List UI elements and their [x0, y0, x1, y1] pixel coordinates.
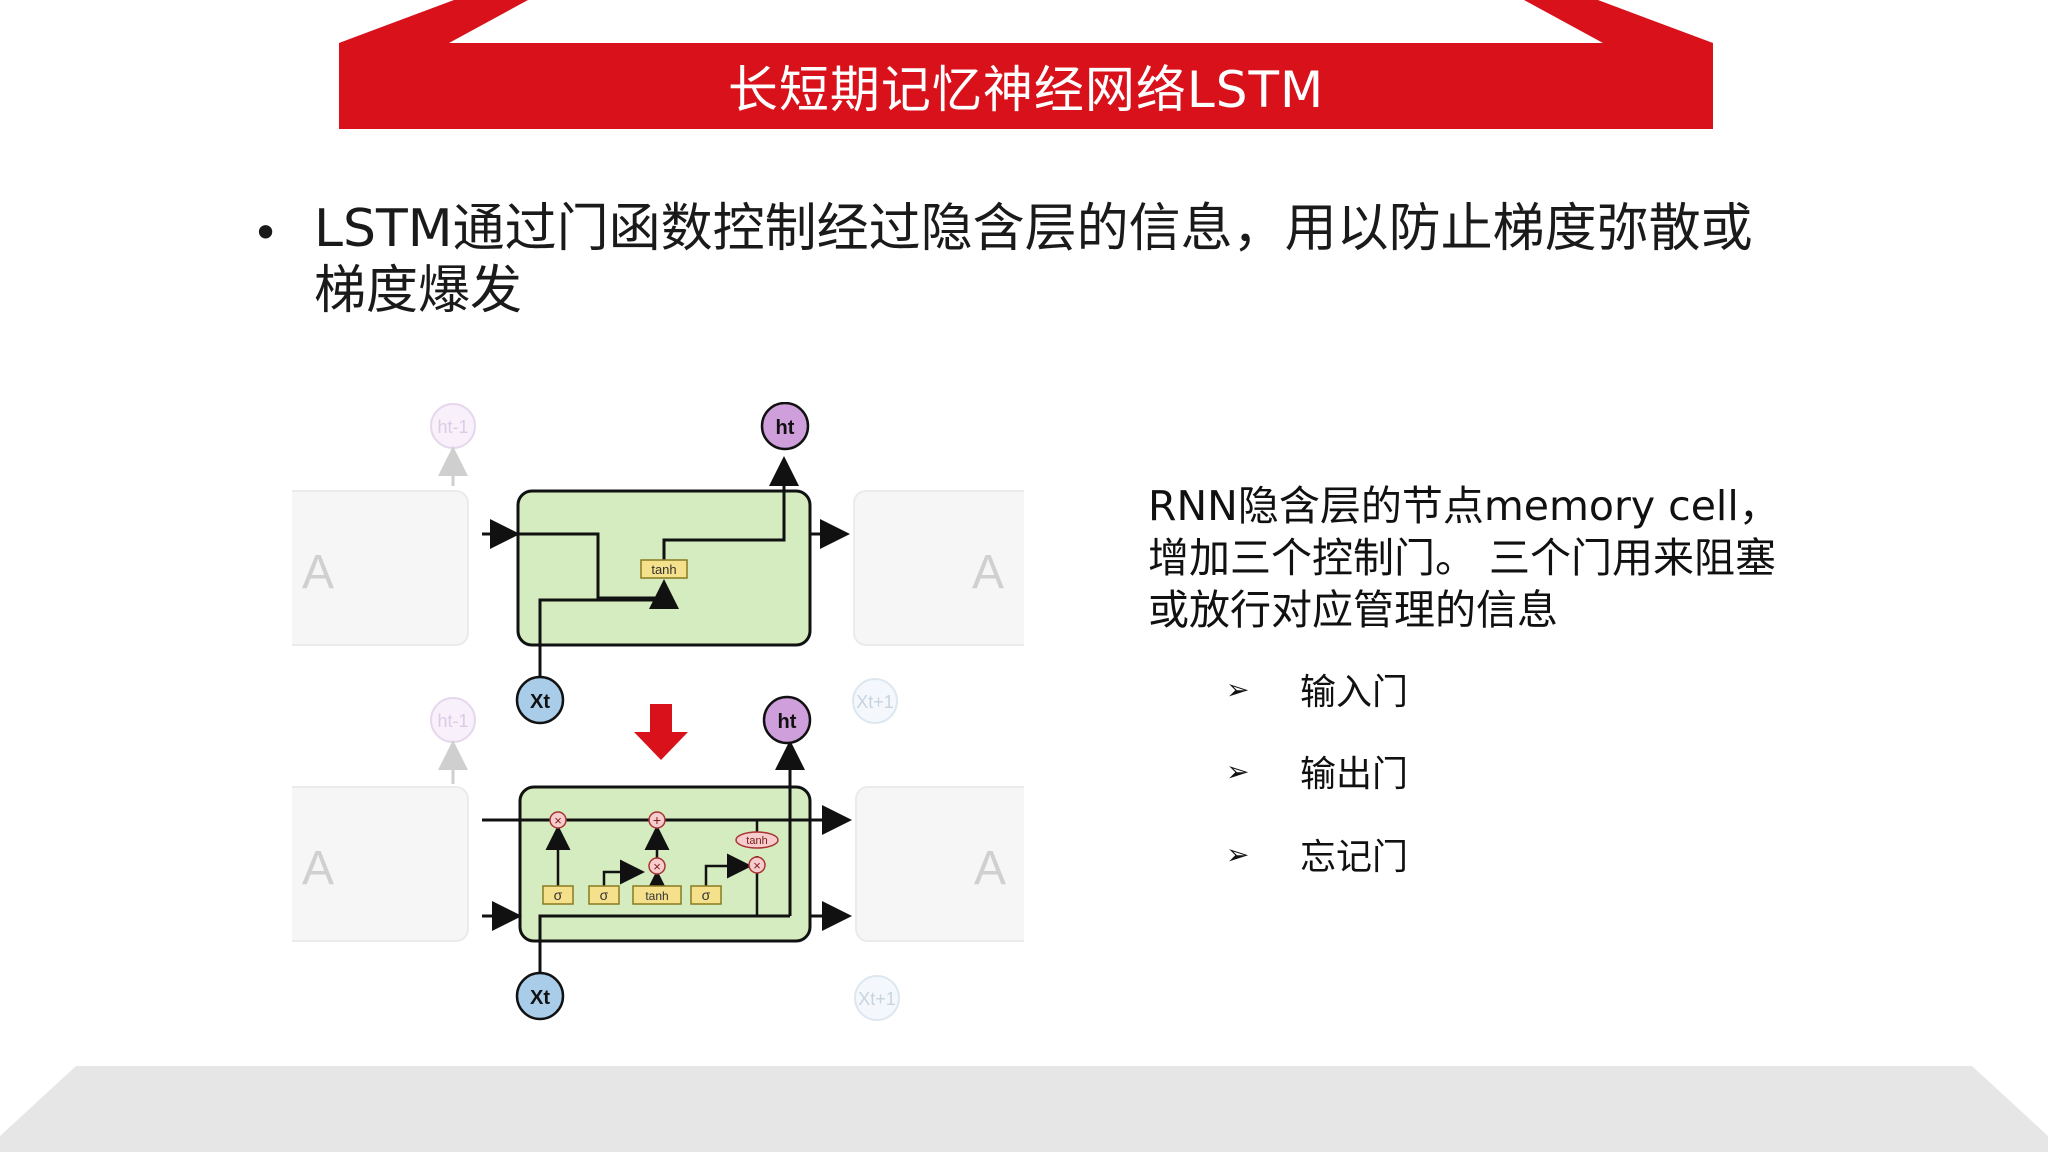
- add-symbol: +: [653, 812, 661, 828]
- tanh-label: tanh: [651, 562, 676, 577]
- header-decoration: [339, 0, 1713, 43]
- arrow-bullet-icon: ➢: [1226, 672, 1250, 706]
- sigma-label: σ: [600, 887, 609, 903]
- sigma-label: σ: [702, 887, 711, 903]
- rnn-cell-next: [853, 490, 1024, 646]
- arrow-bullet-icon: ➢: [1226, 754, 1250, 788]
- gate-list-item-input: ➢ 输入门: [1226, 663, 1408, 715]
- bullet-dot-icon: •: [252, 206, 280, 260]
- x-current-node: [515, 675, 565, 725]
- x-next-label: Xt+1: [856, 692, 894, 712]
- cell-label: A: [302, 546, 334, 599]
- title-bar: 长短期记忆神经网络LSTM: [339, 43, 1713, 129]
- x-current-label: Xt: [530, 691, 550, 713]
- cell-label: A: [972, 546, 1004, 599]
- cell-label: A: [302, 842, 334, 895]
- x-next-node: [854, 975, 900, 1021]
- sigma-gate: [542, 885, 574, 905]
- x-current-node: [515, 971, 565, 1021]
- transition-arrow-icon: [634, 704, 688, 760]
- multiply-symbol: ×: [753, 858, 761, 873]
- gate-list-item-forget: ➢ 忘记门: [1226, 828, 1408, 880]
- gate-label: 输入门: [1300, 672, 1409, 713]
- x-current-label: Xt: [530, 987, 550, 1009]
- h-current-node: [760, 402, 810, 451]
- arrow-bullet-icon: ➢: [1226, 837, 1250, 871]
- x-next-node: [852, 678, 898, 724]
- h-current-label: ht: [776, 417, 795, 439]
- tanh-gate: [632, 885, 682, 905]
- multiply-op: [549, 811, 567, 829]
- multiply-op: [648, 857, 666, 875]
- h-prev-label: ht-1: [437, 417, 468, 437]
- multiply-symbol: ×: [653, 859, 661, 874]
- sigma-gate: [588, 885, 620, 905]
- multiply-op: [748, 856, 766, 874]
- rnn-diagram: A A ht-1 Xt+1 tanh ht Xt: [292, 402, 1024, 725]
- h-current-label: ht: [778, 711, 797, 733]
- cell-label: A: [974, 842, 1006, 895]
- rnn-cell-prev: [292, 490, 469, 646]
- lstm-cell-prev: [292, 786, 469, 942]
- tanh-symbol: tanh: [746, 835, 767, 847]
- tanh-op: [735, 831, 779, 849]
- gate-list-item-output: ➢ 输出门: [1226, 745, 1408, 797]
- multiply-symbol: ×: [554, 813, 562, 828]
- add-op: [648, 811, 666, 829]
- h-prev-label: ht-1: [437, 711, 468, 731]
- h-current-node: [762, 695, 812, 745]
- memory-cell-description: RNN隐含层的节点memory cell，增加三个控制门。 三个门用来阻塞或放行…: [1148, 482, 1780, 634]
- lstm-cell-diagram: A A ht-1 Xt+1 × + × tanh ×: [292, 695, 1024, 1021]
- tanh-gate: [640, 559, 688, 579]
- lstm-diagram: A A ht-1 Xt+1 tanh ht Xt A A ht-1 Xt+1: [292, 402, 1024, 1021]
- gate-label: 忘记门: [1300, 837, 1409, 878]
- sigma-gate: [690, 885, 722, 905]
- slide-title: 长短期记忆神经网络LSTM: [727, 61, 1325, 119]
- x-next-label: Xt+1: [858, 989, 896, 1009]
- floor-decoration: [0, 1066, 2048, 1152]
- sigma-label: σ: [554, 887, 563, 903]
- gate-label: 输出门: [1300, 754, 1409, 795]
- lstm-cell-next: [855, 786, 1024, 942]
- tanh-label: tanh: [645, 889, 668, 903]
- bullet-text: LSTM通过门函数控制经过隐含层的信息，用以防止梯度弥散或梯度爆发: [314, 199, 1753, 321]
